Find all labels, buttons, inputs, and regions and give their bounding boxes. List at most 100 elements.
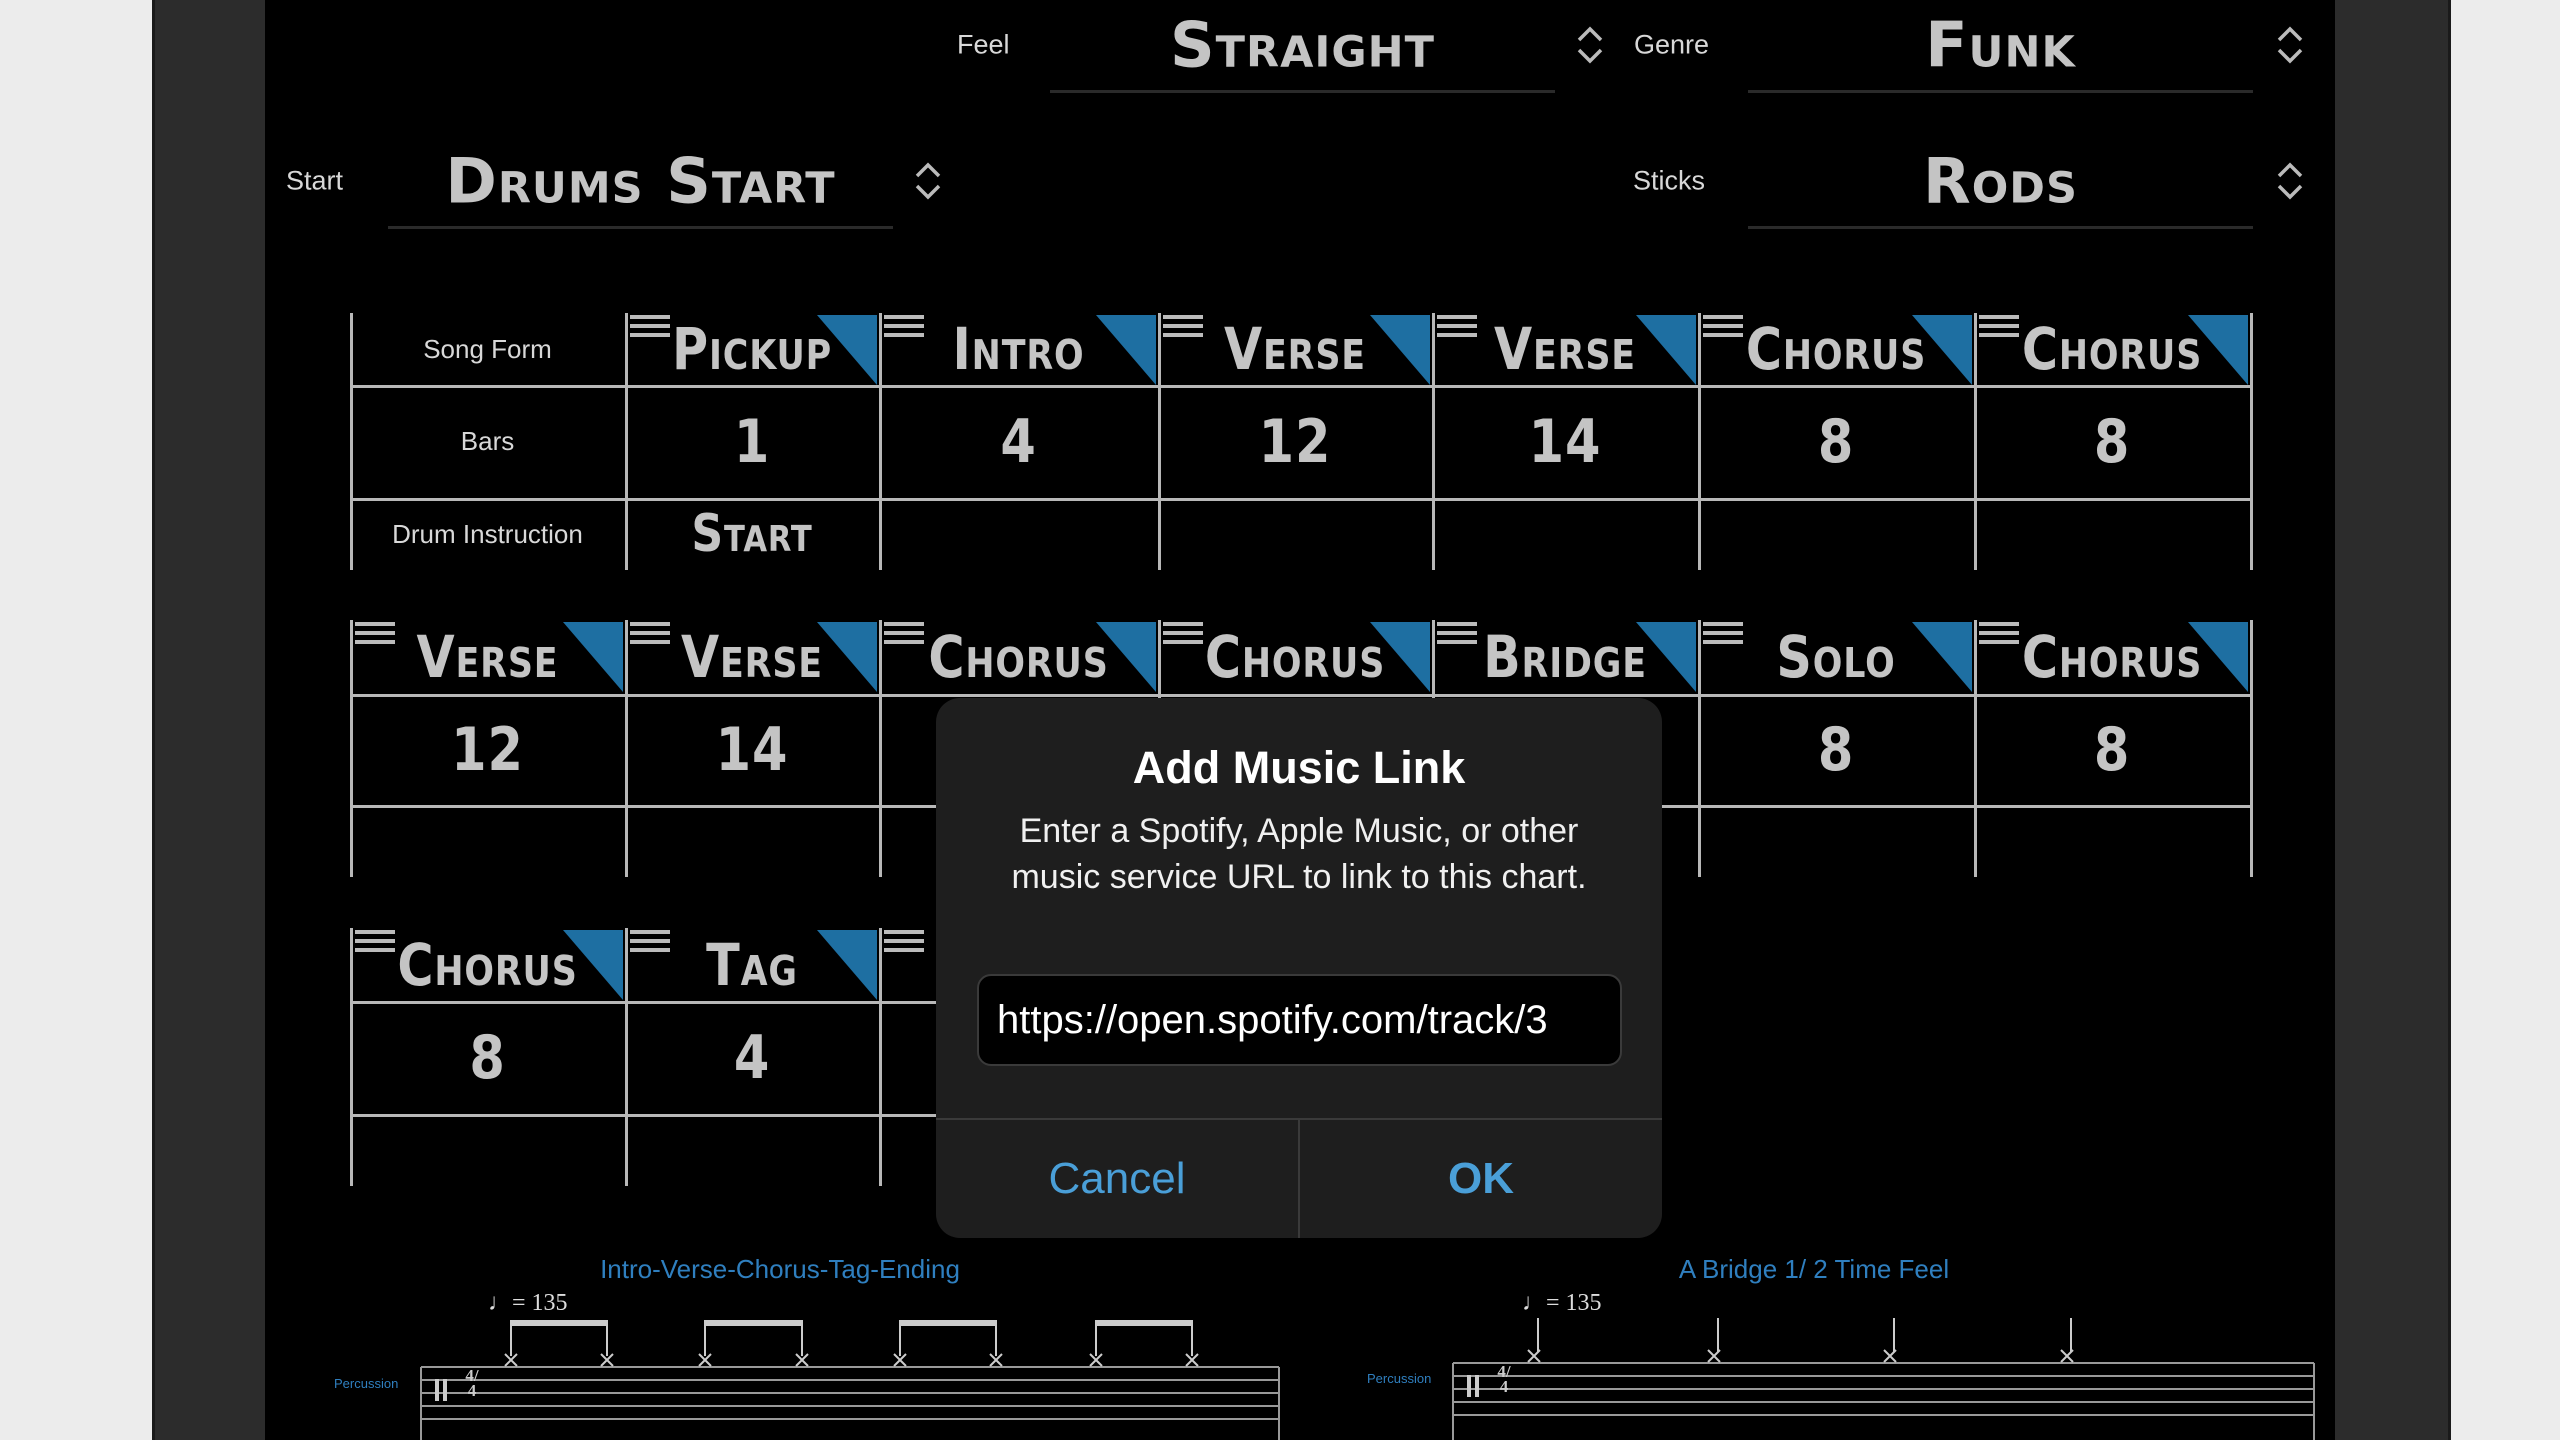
section-menu-triangle[interactable]: [2188, 315, 2248, 385]
section-menu-triangle[interactable]: [1096, 622, 1156, 692]
section-menu-triangle[interactable]: [1912, 622, 1972, 692]
chevron-up-down-icon[interactable]: [1575, 25, 1605, 65]
sheet-title[interactable]: Intro-Verse-Chorus-Tag-Ending: [600, 1254, 960, 1284]
drag-handle-icon[interactable]: [1979, 315, 2019, 337]
section-menu-triangle[interactable]: [1096, 315, 1156, 385]
drag-handle-icon[interactable]: [1437, 622, 1477, 644]
section-menu-triangle[interactable]: [817, 315, 877, 385]
device-bezel-right: [2335, 0, 2451, 1440]
section-bars[interactable]: 8: [2093, 714, 2131, 785]
drag-handle-icon[interactable]: [630, 622, 670, 644]
column-divider: [2250, 313, 2253, 570]
row-divider: [350, 1001, 936, 1004]
section-name[interactable]: Tag: [706, 930, 798, 999]
column-divider: [350, 928, 353, 1186]
percussion-clef: [1475, 1375, 1479, 1397]
column-divider: [1698, 313, 1701, 570]
section-name[interactable]: Chorus: [2021, 623, 2203, 691]
section-menu-triangle[interactable]: [1636, 622, 1696, 692]
instrument-label: Percussion: [334, 1376, 399, 1391]
column-divider: [2250, 620, 2253, 877]
sticks-underline: [1748, 226, 2253, 229]
section-name[interactable]: Verse: [416, 623, 559, 691]
drag-handle-icon[interactable]: [355, 622, 395, 644]
section-bars[interactable]: 12: [451, 714, 524, 785]
ok-button[interactable]: OK: [1300, 1120, 1662, 1238]
section-menu-triangle[interactable]: [817, 930, 877, 1000]
section-name[interactable]: Verse: [1224, 315, 1366, 383]
section-name[interactable]: Chorus: [397, 930, 578, 999]
drag-handle-icon[interactable]: [1163, 622, 1203, 644]
drag-handle-icon[interactable]: [1979, 622, 2019, 644]
x-notehead: [989, 1353, 1003, 1367]
column-divider: [1974, 620, 1977, 877]
x-notehead: [1707, 1349, 1721, 1363]
section-menu-triangle[interactable]: [1370, 315, 1430, 385]
drag-handle-icon[interactable]: [630, 315, 670, 337]
section-name[interactable]: Bridge: [1483, 623, 1647, 691]
drag-handle-icon[interactable]: [630, 930, 670, 952]
section-bars[interactable]: 8: [1817, 406, 1855, 477]
section-bars[interactable]: 12: [1258, 406, 1332, 477]
x-notehead: [795, 1353, 809, 1367]
section-menu-triangle[interactable]: [563, 930, 623, 1000]
drag-handle-icon[interactable]: [1703, 622, 1743, 644]
dialog-divider: [936, 1118, 1662, 1120]
feel-picker[interactable]: Straight: [1170, 8, 1435, 82]
section-menu-triangle[interactable]: [2188, 622, 2248, 692]
sheet-title[interactable]: A Bridge 1/ 2 Time Feel: [1678, 1254, 1950, 1284]
drag-handle-icon[interactable]: [355, 930, 395, 952]
drag-handle-icon[interactable]: [884, 315, 924, 337]
section-bars[interactable]: 8: [469, 1022, 506, 1093]
drag-handle-icon[interactable]: [1163, 315, 1203, 337]
section-bars[interactable]: 1: [733, 406, 771, 477]
time-signature: 4/4: [1497, 1362, 1511, 1396]
column-divider: [350, 313, 353, 570]
section-menu-triangle[interactable]: [563, 622, 623, 692]
section-bars[interactable]: 14: [715, 714, 789, 785]
section-name[interactable]: Pickup: [671, 315, 833, 383]
drag-handle-icon[interactable]: [1703, 315, 1743, 337]
chevron-up-down-icon[interactable]: [2275, 161, 2305, 201]
section-name[interactable]: Verse: [1494, 315, 1636, 383]
drag-handle-icon[interactable]: [884, 622, 924, 644]
music-url-input[interactable]: [977, 974, 1622, 1066]
section-menu-triangle[interactable]: [1912, 315, 1972, 385]
section-name[interactable]: Solo: [1776, 623, 1896, 691]
x-notehead: [1089, 1353, 1103, 1367]
row-divider: [350, 498, 2250, 501]
x-notehead: [2060, 1349, 2074, 1363]
section-menu-triangle[interactable]: [1636, 315, 1696, 385]
sticks-picker[interactable]: Rods: [1923, 144, 2078, 218]
chevron-up-down-icon[interactable]: [2275, 25, 2305, 65]
section-menu-triangle[interactable]: [817, 622, 877, 692]
drum-instruction[interactable]: Start: [691, 504, 813, 564]
instrument-label: Percussion: [1367, 1371, 1432, 1386]
column-divider: [879, 928, 882, 1186]
section-bars[interactable]: 14: [1528, 406, 1602, 477]
drag-handle-icon[interactable]: [884, 930, 924, 952]
start-picker[interactable]: Drums Start: [445, 144, 836, 218]
column-divider: [1974, 313, 1977, 570]
section-menu-triangle[interactable]: [1370, 622, 1430, 692]
section-name[interactable]: Chorus: [928, 623, 1109, 691]
section-bars[interactable]: 4: [733, 1022, 771, 1093]
section-name[interactable]: Chorus: [2021, 315, 2203, 383]
section-bars[interactable]: 4: [1000, 406, 1037, 477]
genre-underline: [1748, 90, 2253, 93]
feel-label: Feel: [957, 29, 1010, 60]
section-name[interactable]: Intro: [952, 315, 1085, 383]
drag-handle-icon[interactable]: [1437, 315, 1477, 337]
section-bars[interactable]: 8: [2093, 406, 2131, 477]
column-divider: [1158, 313, 1161, 570]
row-label: Bars: [460, 426, 515, 456]
cancel-button[interactable]: Cancel: [936, 1120, 1298, 1238]
chevron-up-down-icon[interactable]: [913, 161, 943, 201]
genre-picker[interactable]: Funk: [1925, 8, 2076, 82]
section-name[interactable]: Chorus: [1745, 315, 1927, 383]
section-name[interactable]: Chorus: [1204, 623, 1386, 691]
section-name[interactable]: Verse: [681, 623, 823, 691]
row-divider: [350, 385, 2250, 388]
section-bars[interactable]: 8: [1817, 714, 1855, 785]
